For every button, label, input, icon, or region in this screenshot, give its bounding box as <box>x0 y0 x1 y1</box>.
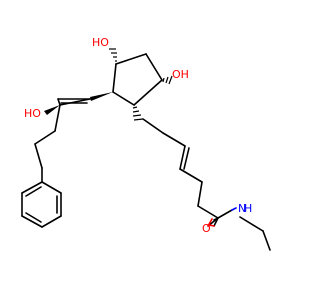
right-side-chain <box>142 118 219 221</box>
alkene-bond-r-b <box>183 147 190 170</box>
carbonyl-bond <box>208 217 219 227</box>
hashed-bond-top-oh <box>109 48 117 62</box>
wedge-bond-left-chain <box>90 92 113 101</box>
label-carbonyl-o: O <box>202 222 211 235</box>
left-side-chain <box>34 98 91 169</box>
label-amide-n: N <box>238 202 246 215</box>
cyclopentane-ring <box>112 53 163 106</box>
label-ho-top: HO <box>92 36 109 49</box>
ring-bond-lower-right <box>133 79 163 106</box>
chain-bond-1b <box>57 98 61 106</box>
molecule-structure: HO OH HO O N H <box>21 36 271 251</box>
ring-bond-left <box>112 63 117 93</box>
wedge-bond-side-oh <box>44 105 60 115</box>
chain-bond-r3 <box>179 168 203 183</box>
alkene-bond-r-a <box>179 145 186 170</box>
hashed-bond-right-chain <box>132 106 144 121</box>
amide-group <box>207 207 271 251</box>
structure-canvas: HO OH HO O N H <box>21 36 271 251</box>
label-amide-h: H <box>244 202 252 215</box>
chain-bond-3 <box>34 130 56 145</box>
label-oh-right: OH <box>172 68 189 81</box>
phenyl-ring <box>21 167 62 228</box>
chain-bond-4 <box>34 143 43 169</box>
chain-bond-2 <box>54 104 61 132</box>
chain-bond-r4 <box>197 181 203 207</box>
label-ho-side: HO <box>24 107 41 120</box>
chain-bond-r5 <box>197 205 219 219</box>
ring-bond-top <box>115 53 147 65</box>
chain-bond-r2 <box>162 132 186 147</box>
chain-bond-r1 <box>142 118 164 134</box>
hashed-bond-right-oh <box>162 75 173 85</box>
ring-bond-lower-left <box>112 91 135 106</box>
chain-bond-1 <box>59 98 91 106</box>
ring-bond-right <box>145 53 163 81</box>
